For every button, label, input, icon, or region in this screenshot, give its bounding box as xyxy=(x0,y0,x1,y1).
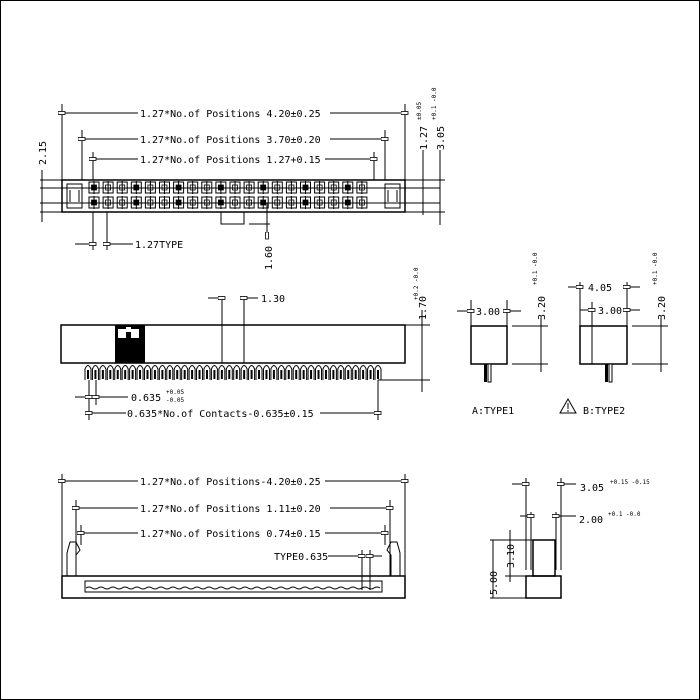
contact-pin xyxy=(99,365,107,380)
contact-pin xyxy=(300,365,308,380)
front-latch-span-dim: 1.27*No.of Positions 1.11±0.20 xyxy=(140,504,321,515)
contact-span-dim: 0.635*No.of Contacts-0.635±0.15 xyxy=(127,409,314,420)
contact-pin xyxy=(166,365,174,380)
left-height-dim: 2.15 xyxy=(38,141,49,165)
contact-pin xyxy=(225,365,233,380)
end-view: 3.05 +0.15 -0.15 2.00 +0.1 -0.0 5.00 3.1… xyxy=(489,478,650,599)
contact-pin xyxy=(255,365,263,380)
pin-grid xyxy=(88,181,368,209)
contact-pin xyxy=(270,365,278,380)
type2-label: B:TYPE2 xyxy=(583,406,625,417)
contact-pin xyxy=(277,365,285,380)
contact-pin xyxy=(114,365,122,380)
top-pin-span-dim: 1.27*No.of Positions 1.27+0.15 xyxy=(140,155,321,166)
type2-height-tol: +0.1 -0.0 xyxy=(652,252,659,285)
contact-pin xyxy=(210,365,218,380)
contact-row xyxy=(84,365,382,380)
contact-pin xyxy=(218,365,226,380)
front-inner-span-dim: 1.27*No.of Positions 0.74±0.15 xyxy=(140,529,321,540)
top-overall-length-dim: 1.27*No.of Positions 4.20±0.25 xyxy=(140,109,321,120)
contact-pin xyxy=(367,365,375,380)
contact-pin xyxy=(248,365,256,380)
side-height-tol: +0.2 -0.0 xyxy=(413,267,420,300)
row-pitch-tol: ±0.05 xyxy=(416,102,423,120)
center-gap-dim: 1.30 xyxy=(261,294,285,305)
type1-width-dim: 3.00 xyxy=(476,307,500,318)
contact-pin xyxy=(292,365,300,380)
contact-pin xyxy=(315,365,323,380)
contact-pin xyxy=(106,365,114,380)
contact-pin xyxy=(181,365,189,380)
contact-pin xyxy=(240,365,248,380)
top-inner-length-dim: 1.27*No.of Positions 3.70±0.20 xyxy=(140,135,321,146)
contact-pin xyxy=(143,365,151,380)
type1-label: A:TYPE1 xyxy=(472,406,514,417)
contact-pin xyxy=(337,365,345,380)
body-width-dim: 3.05 xyxy=(436,126,447,150)
contact-pin xyxy=(307,365,315,380)
top-view: 1.27*No.of Positions 4.20±0.25 1.27*No.o… xyxy=(38,87,447,270)
row-pitch-dim: 1.27 xyxy=(419,126,430,150)
end-inner-width-tol: +0.1 -0.0 xyxy=(608,511,641,518)
contact-pin xyxy=(322,365,330,380)
contact-pin xyxy=(359,365,367,380)
contact-type-dim: TYPE0.635 xyxy=(274,552,328,563)
warning-triangle-icon xyxy=(559,397,577,414)
contact-pin xyxy=(151,365,159,380)
type2-outer-width-dim: 4.05 xyxy=(588,283,612,294)
type2-height-dim: 3.20 xyxy=(657,296,668,320)
contact-pin xyxy=(121,365,129,380)
pitch-dim: 1.27TYPE xyxy=(135,240,183,251)
type2-view: 4.05 3.00 3.20 +0.1 -0.0 B:TYPE2 xyxy=(559,252,668,417)
end-upper-height-dim: 3.10 xyxy=(506,544,517,568)
contact-pitch-dim: 0.635 xyxy=(131,393,161,404)
contact-pin xyxy=(285,365,293,380)
contact-pin xyxy=(84,365,92,380)
front-overall-length-dim: 1.27*No.of Positions-4.20±0.25 xyxy=(140,477,321,488)
contact-pin xyxy=(344,365,352,380)
front-view: 1.27*No.of Positions-4.20±0.25 1.27*No.o… xyxy=(62,474,405,599)
contact-pin xyxy=(374,365,382,380)
type1-view: 3.00 3.20 +0.1 -0.0 A:TYPE1 xyxy=(457,252,548,417)
end-outer-width-tol: +0.15 -0.15 xyxy=(610,479,650,486)
contact-pin xyxy=(196,365,204,380)
end-outer-width-dim: 3.05 xyxy=(580,483,604,494)
contact-pitch-tol-upper: +0.05 xyxy=(166,389,184,396)
type2-width-dim: 3.00 xyxy=(598,306,622,317)
key-offset-dim: 1.60 xyxy=(264,246,275,270)
contact-pin xyxy=(173,365,181,380)
side-view: 1.30 1.70 +0.2 -0.0 0.635 +0.05 -0.05 0.… xyxy=(60,267,430,420)
contact-pin xyxy=(262,365,270,380)
contact-pin xyxy=(329,365,337,380)
contact-pin xyxy=(188,365,196,380)
contact-pin xyxy=(352,365,360,380)
side-height-dim: 1.70 xyxy=(418,296,429,320)
contact-pitch-tol-lower: -0.05 xyxy=(166,397,184,404)
contact-pin xyxy=(203,365,211,380)
end-total-height-dim: 5.00 xyxy=(489,571,500,595)
contact-pin xyxy=(91,365,99,380)
type1-height-tol: +0.1 -0.0 xyxy=(532,252,539,285)
contact-pin xyxy=(129,365,137,380)
end-inner-width-dim: 2.00 xyxy=(579,515,603,526)
contact-pin xyxy=(158,365,166,380)
body-width-tol: +0.1 -0.0 xyxy=(431,87,438,120)
contact-pin xyxy=(136,365,144,380)
type1-height-dim: 3.20 xyxy=(537,296,548,320)
contact-pin xyxy=(233,365,241,380)
